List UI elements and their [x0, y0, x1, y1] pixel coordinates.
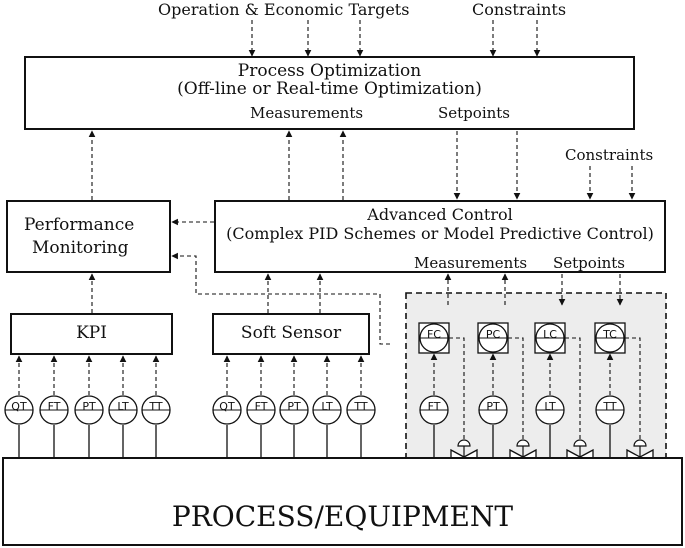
soft-sensor-block: [212, 313, 370, 355]
kpi-sensor-pt-tag: PT: [82, 400, 96, 413]
loop-transmitter-lt-tag: LT: [544, 400, 556, 413]
process-equipment-label: PROCESS/EQUIPMENT: [171, 500, 514, 533]
performance-monitoring-subtitle: Monitoring: [32, 238, 129, 258]
soft-sensor-pt-tag: PT: [287, 400, 301, 413]
process-optimization-subtitle: (Off-line or Real-time Optimization): [177, 79, 482, 99]
performance-monitoring-block: [6, 200, 171, 273]
soft-sensor-lt-tag: LT: [321, 400, 333, 413]
kpi-sensor-lt-tag: LT: [117, 400, 129, 413]
advanced-measurements-label: Measurements: [414, 254, 528, 272]
controller-pc-tag: PC: [485, 328, 501, 341]
controller-to-valve-signal: [508, 337, 524, 440]
control-loop-to-performance-arrow: [171, 252, 390, 345]
process-optimization-block: [24, 56, 635, 130]
controller-lc-tag: LC: [543, 328, 557, 341]
advanced-control-block: [214, 200, 666, 273]
controller-tc-tag: TC: [603, 328, 617, 341]
valve-actuator-icon: [633, 439, 647, 447]
loop-transmitter-tt-tag: TT: [603, 400, 617, 413]
operation-targets-label: Operation & Economic Targets: [158, 0, 410, 19]
controller-to-valve-signal: [449, 337, 465, 440]
soft-sensor-ft-tag: FT: [254, 400, 268, 413]
top-constraints-label: Constraints: [472, 0, 567, 19]
kpi-block: [10, 313, 173, 355]
advanced-control-title: Advanced Control: [367, 205, 513, 224]
advanced-constraints-label: Constraints: [565, 146, 654, 164]
controller-to-valve-signal: [625, 337, 641, 440]
optimization-setpoints-label: Setpoints: [438, 104, 510, 122]
controller-fc-tag: FC: [426, 328, 441, 341]
valve-actuator-icon: [457, 439, 471, 447]
soft-sensor-label: Soft Sensor: [240, 323, 342, 343]
loop-transmitter-ft-tag: FT: [427, 400, 441, 413]
performance-monitoring-title: Performance: [24, 215, 135, 235]
kpi-sensor-qt-tag: QT: [11, 400, 27, 413]
valve-actuator-icon: [516, 439, 530, 447]
advanced-setpoints-label: Setpoints: [553, 254, 625, 272]
soft-sensor-qt-tag: QT: [219, 400, 235, 413]
controller-to-valve-signal: [565, 337, 581, 440]
control-loop-panel: [405, 292, 667, 477]
process-equipment-block: [2, 457, 683, 546]
kpi-sensor-tt-tag: TT: [149, 400, 163, 413]
kpi-label: KPI: [76, 323, 107, 343]
loop-transmitter-pt-tag: PT: [486, 400, 500, 413]
kpi-sensor-ft-tag: FT: [47, 400, 61, 413]
valve-actuator-icon: [573, 439, 587, 447]
soft-sensor-tt-tag: TT: [354, 400, 368, 413]
optimization-measurements-label: Measurements: [250, 104, 364, 122]
advanced-control-subtitle: (Complex PID Schemes or Model Predictive…: [226, 224, 654, 243]
process-optimization-title: Process Optimization: [237, 61, 422, 81]
